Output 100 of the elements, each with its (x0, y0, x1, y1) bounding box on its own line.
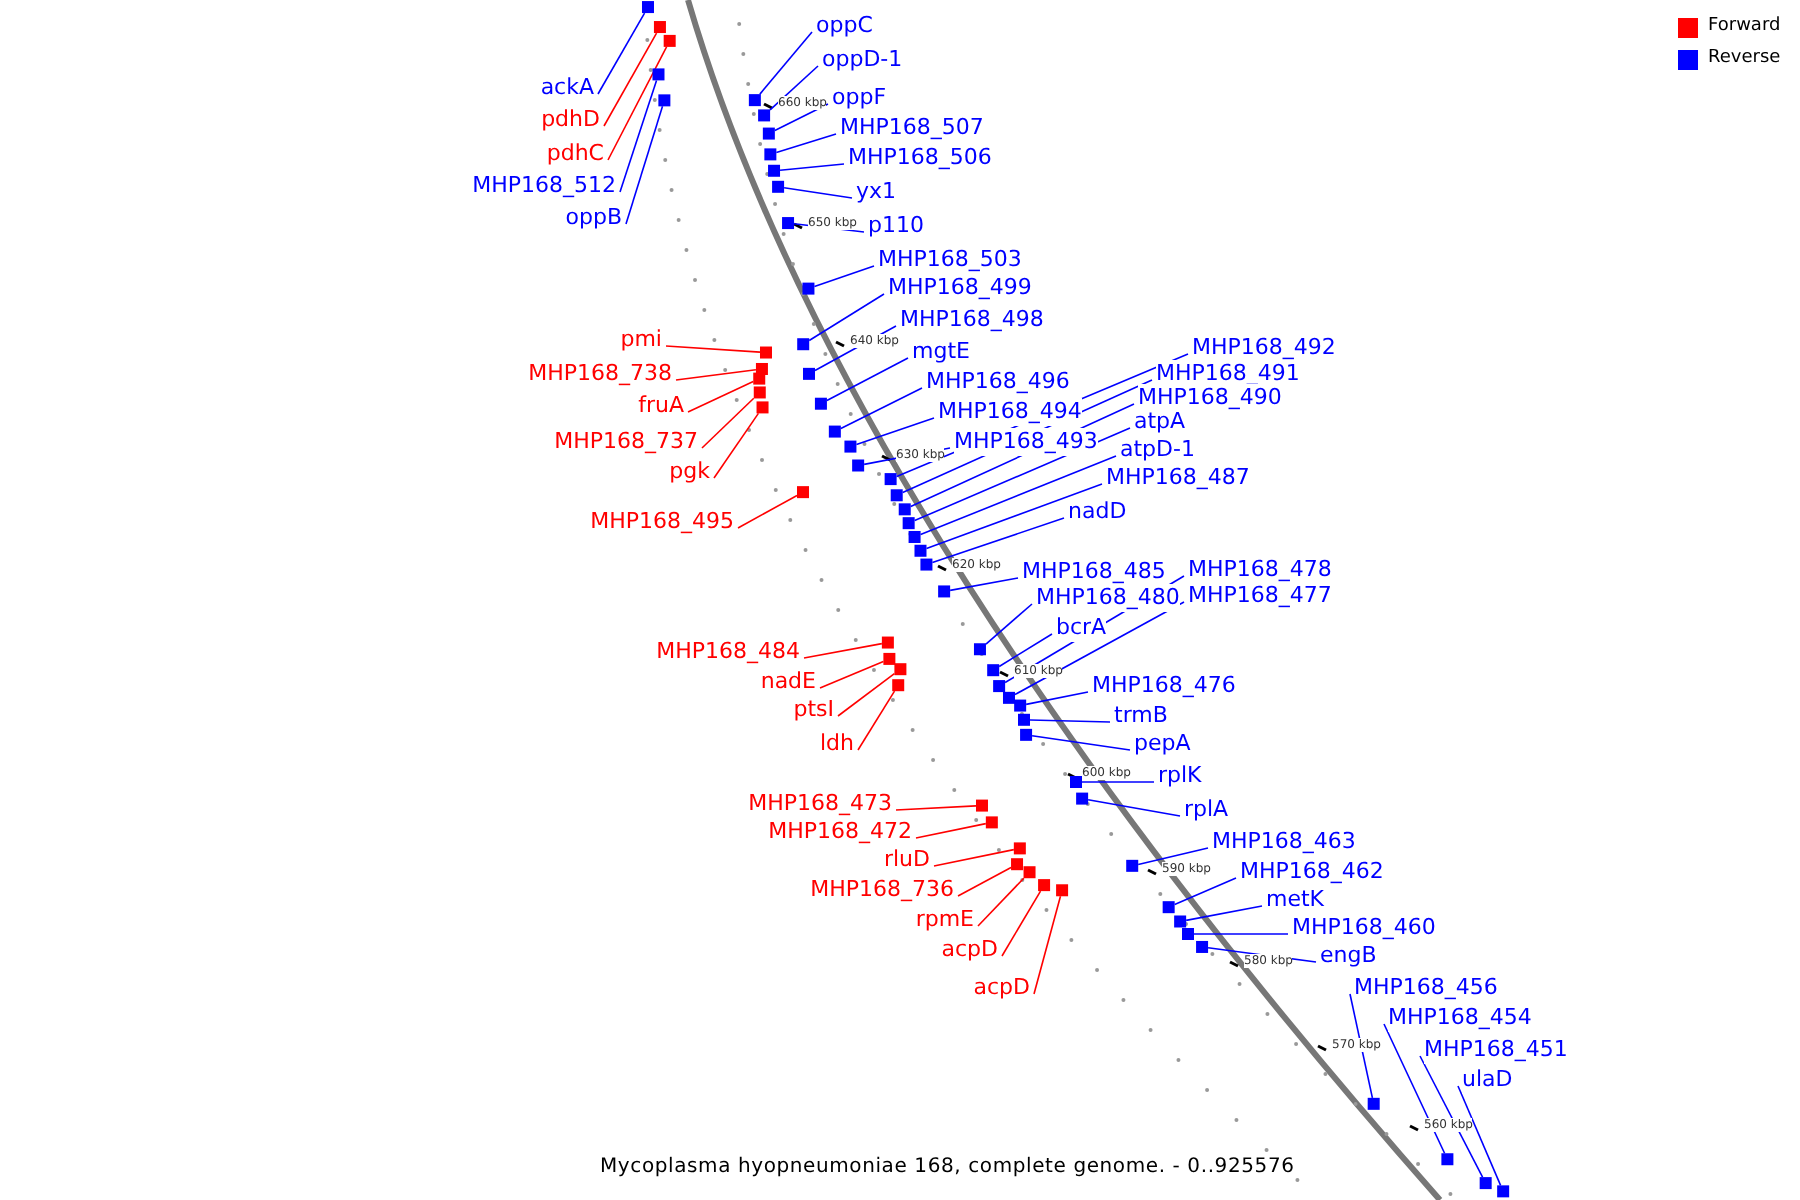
gene-block (1076, 792, 1089, 805)
leader-line (625, 105, 664, 225)
leader-line (915, 822, 987, 839)
gene-label: MHP168_460 (1292, 914, 1436, 942)
gene-label: MHP168_463 (1212, 828, 1356, 856)
leader-line (619, 79, 658, 193)
gene-label: MHP168_473 (748, 790, 892, 818)
leader-line (1419, 1055, 1484, 1178)
gene-block (890, 489, 903, 502)
leader-line (701, 397, 755, 449)
gene-label: MHP168_492 (1192, 334, 1336, 362)
gene-label: ulaD (1462, 1066, 1513, 1094)
gene-block (658, 94, 671, 107)
gene-label: MHP168_507 (840, 114, 984, 142)
gene-block (884, 473, 897, 486)
leader-line (931, 517, 1065, 564)
gene-label: pgk (669, 458, 710, 486)
gene-block (753, 386, 766, 399)
leader-line (1001, 890, 1042, 957)
gene-block (1479, 1177, 1492, 1190)
gene-label: pepA (1134, 730, 1191, 758)
leader-line (895, 805, 977, 811)
gene-block (898, 503, 911, 516)
gene-block (985, 816, 998, 829)
caption: Mycoplasma hyopneumoniae 168, complete genome. - 0..925576 (600, 1156, 1295, 1180)
gene-block (1126, 859, 1139, 872)
gene-label: ptsI (793, 696, 834, 724)
gene-label: MHP168_496 (926, 368, 1070, 396)
gene-block (1011, 858, 1024, 871)
leader-line (1087, 798, 1181, 817)
gene-block (802, 282, 815, 295)
gene-block (772, 180, 785, 193)
gene-block (748, 94, 761, 107)
gene-label: pdhC (546, 140, 604, 168)
gene-label: MHP168_478 (1188, 556, 1332, 584)
leader-line (779, 163, 845, 171)
gene-label: atpD-1 (1120, 436, 1195, 464)
gene-block (973, 643, 986, 656)
gene-block (756, 401, 769, 414)
leader-line (687, 380, 755, 413)
gene-label: oppD-1 (822, 46, 903, 74)
leader-line (769, 65, 819, 111)
gene-block (1018, 713, 1030, 726)
leader-line (783, 186, 853, 199)
leader-line (1383, 1023, 1446, 1155)
leader-line (919, 455, 1117, 536)
gene-block (828, 425, 841, 438)
gene-block (762, 127, 775, 140)
leader-line (665, 345, 761, 353)
gene-block (797, 338, 810, 351)
gene-block (1056, 884, 1069, 897)
leader-line (1031, 734, 1131, 751)
gene-block (1038, 879, 1051, 892)
gene-label: MHP168_456 (1354, 974, 1498, 1002)
gene-block (894, 663, 907, 676)
gene-block (814, 397, 827, 410)
gene-block (758, 109, 771, 122)
gene-block (908, 531, 921, 543)
leader-line (819, 660, 885, 689)
gene-block (797, 486, 809, 499)
leader-line (607, 46, 668, 161)
gene-block (1023, 866, 1036, 879)
gene-block (883, 652, 896, 665)
gene-label: MHP168_484 (656, 638, 800, 666)
gene-block (1441, 1153, 1454, 1166)
gene-block (803, 367, 815, 380)
gene-label: atpA (1134, 408, 1186, 436)
leader-line (826, 357, 909, 402)
leader-line (1025, 691, 1089, 706)
gene-label: MHP168_490 (1138, 384, 1282, 412)
gene-block (902, 517, 915, 530)
gene-label: rpmE (915, 906, 974, 934)
gene-block (768, 164, 781, 177)
leader-line (1185, 905, 1263, 922)
gene-label: MHP168_493 (954, 428, 1098, 456)
gene-label: pdhD (541, 106, 600, 134)
leader-line (775, 133, 837, 154)
gene-block (1182, 928, 1194, 940)
gene-block (938, 585, 951, 598)
leader-line (737, 494, 798, 529)
leader-line (759, 31, 813, 95)
gene-label: oppB (565, 204, 622, 232)
gene-block (844, 440, 857, 453)
gene-label: MHP168_477 (1188, 582, 1332, 610)
leader-line (603, 32, 658, 127)
gene-block (642, 1, 654, 14)
gene-block (653, 21, 666, 34)
gene-block (1013, 842, 1026, 855)
gene-block (987, 664, 1000, 677)
gene-block (920, 558, 933, 571)
gene-block (1014, 699, 1027, 712)
gene-block (782, 217, 795, 230)
gene-label: MHP168_737 (554, 428, 698, 456)
gene-block (760, 346, 772, 359)
leader-line (808, 293, 885, 342)
gene-block (881, 636, 894, 649)
gene-label: MHP168_503 (878, 246, 1022, 274)
gene-block (1367, 1097, 1380, 1110)
gene-label: MHP168_738 (528, 360, 672, 388)
gene-label: MHP168_454 (1388, 1004, 1532, 1032)
